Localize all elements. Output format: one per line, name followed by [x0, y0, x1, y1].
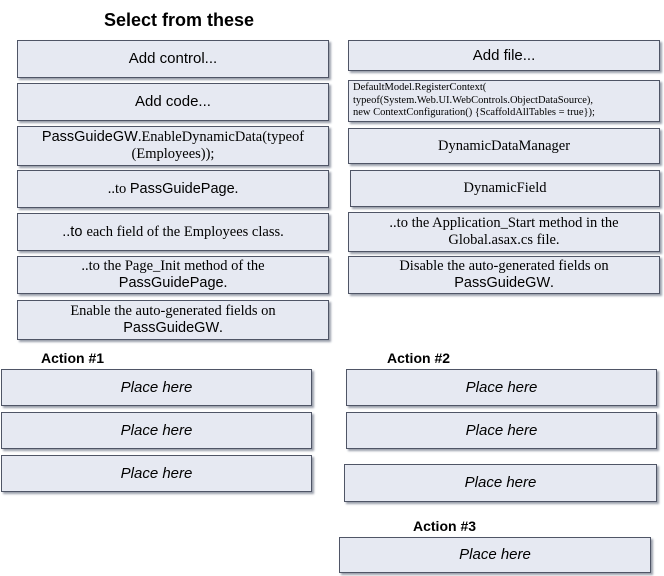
option-disable-auto-generated[interactable]: Disable the auto-generated fields on Pas…	[348, 256, 660, 294]
action-1-heading: Action #1	[41, 350, 105, 366]
slot-placeholder: Place here	[465, 421, 538, 439]
option-add-control[interactable]: Add control...	[17, 40, 329, 78]
slot-placeholder: Place here	[120, 464, 193, 482]
option-add-code[interactable]: Add code...	[17, 83, 329, 121]
option-to-application-start[interactable]: ..to the Application_Start method in the…	[348, 212, 660, 252]
option-label: Add file...	[472, 46, 536, 64]
option-label: ..to the Application_Start method in the…	[389, 215, 619, 248]
slot-placeholder: Place here	[464, 474, 537, 492]
option-register-context[interactable]: DefaultModel.RegisterContext( typeof(Sys…	[348, 80, 660, 122]
option-label: Enable the auto-generated fields on Pass…	[70, 303, 276, 336]
option-dynamic-field[interactable]: DynamicField	[350, 170, 660, 207]
action-3-heading: Action #3	[413, 518, 477, 534]
slot-placeholder: Place here	[120, 378, 193, 396]
action-1-slot-2[interactable]: Place here	[1, 412, 312, 449]
option-label: DynamicField	[463, 180, 547, 197]
option-dynamic-data-manager[interactable]: DynamicDataManager	[348, 128, 660, 164]
option-label: ..to PassGuidePage.	[107, 180, 239, 197]
action-2-slot-1[interactable]: Place here	[346, 369, 657, 406]
option-to-page-init[interactable]: ..to the Page_Init method of the PassGui…	[17, 256, 329, 294]
option-label: Disable the auto-generated fields on Pas…	[399, 258, 609, 291]
option-label: DefaultModel.RegisterContext( typeof(Sys…	[353, 82, 595, 119]
option-enable-auto-generated[interactable]: Enable the auto-generated fields on Pass…	[17, 300, 329, 340]
action-2-slot-2[interactable]: Place here	[346, 412, 657, 449]
option-add-file[interactable]: Add file...	[348, 40, 660, 71]
option-enable-dynamic-data[interactable]: PassGuideGW.EnableDynamicData(typeof (Em…	[17, 126, 329, 166]
action-2-slot-3[interactable]: Place here	[344, 464, 657, 502]
slot-placeholder: Place here	[120, 421, 193, 439]
action-1-slot-1[interactable]: Place here	[1, 369, 312, 406]
option-label: Add code...	[135, 93, 211, 111]
action-2-heading: Action #2	[387, 350, 451, 366]
action-3-slot-1[interactable]: Place here	[339, 537, 651, 573]
option-label: ..to the Page_Init method of the PassGui…	[81, 258, 265, 291]
option-label: DynamicDataManager	[437, 137, 571, 154]
option-to-each-field[interactable]: ..to each field of the Employees class.	[17, 213, 329, 251]
slot-placeholder: Place here	[465, 378, 538, 396]
slot-placeholder: Place here	[459, 546, 531, 564]
page-title: Select from these	[104, 10, 255, 30]
option-to-page[interactable]: ..to PassGuidePage.	[17, 170, 329, 208]
option-label: PassGuideGW.EnableDynamicData(typeof (Em…	[41, 129, 305, 162]
action-1-slot-3[interactable]: Place here	[1, 455, 312, 492]
option-label: ..to each field of the Employees class.	[62, 223, 284, 240]
option-label: Add control...	[128, 50, 218, 68]
